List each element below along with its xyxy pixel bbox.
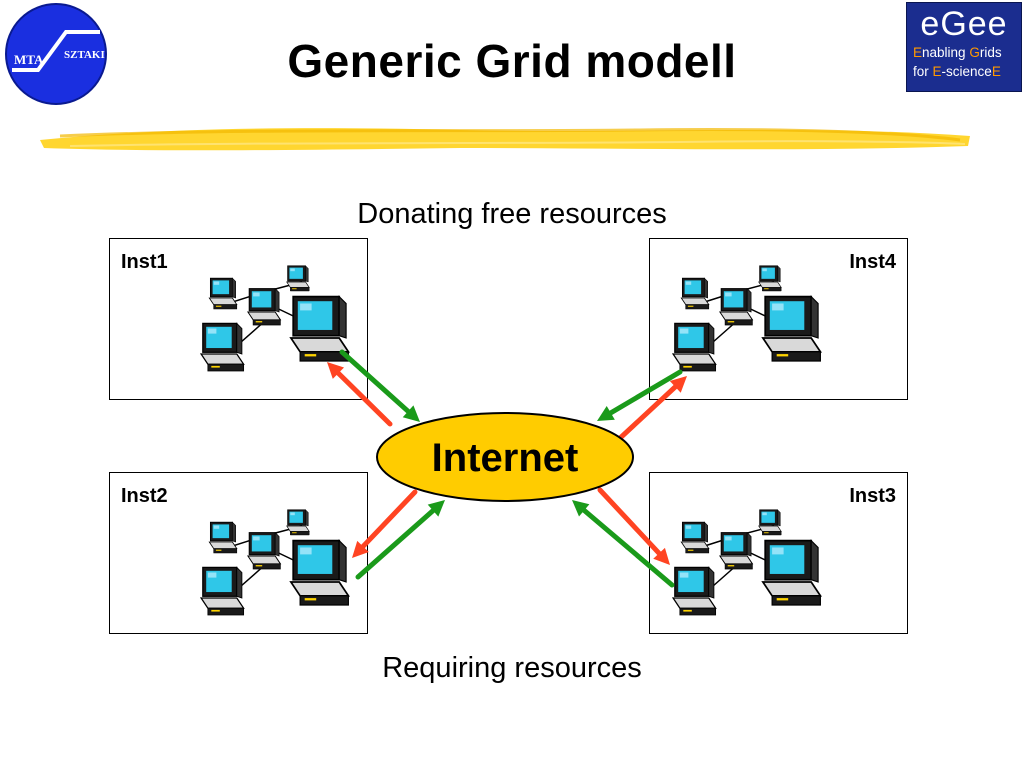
logo-text-mta: MTA: [14, 52, 44, 67]
institution-box-inst1: Inst1: [109, 238, 368, 400]
institution-label: Inst1: [121, 251, 168, 273]
egee-line-2: for E-scienceE: [913, 64, 1001, 79]
egee-wordmark: eGee: [920, 5, 1008, 43]
egee-line-1: Enabling Grids: [913, 45, 1002, 60]
title-underline-brush: [40, 127, 970, 151]
institution-label: Inst2: [121, 485, 168, 507]
egee-logo: eGee Enabling Grids for E-scienceE: [906, 2, 1022, 92]
institution-box-inst2: Inst2: [109, 472, 368, 634]
internet-label: Internet: [431, 436, 579, 480]
institution-label: Inst3: [849, 485, 896, 507]
institution-box-inst4: Inst4: [649, 238, 908, 400]
caption-requiring: Requiring resources: [382, 652, 642, 684]
slide-title: Generic Grid modell: [287, 35, 737, 87]
caption-donating: Donating free resources: [357, 198, 667, 230]
institution-label: Inst4: [849, 251, 896, 273]
mta-sztaki-logo: MTA SZTAKI: [5, 3, 107, 105]
logo-text-sztaki: SZTAKI: [64, 49, 105, 61]
institution-box-inst3: Inst3: [649, 472, 908, 634]
arrow-inst2-to-internet: [355, 500, 445, 580]
